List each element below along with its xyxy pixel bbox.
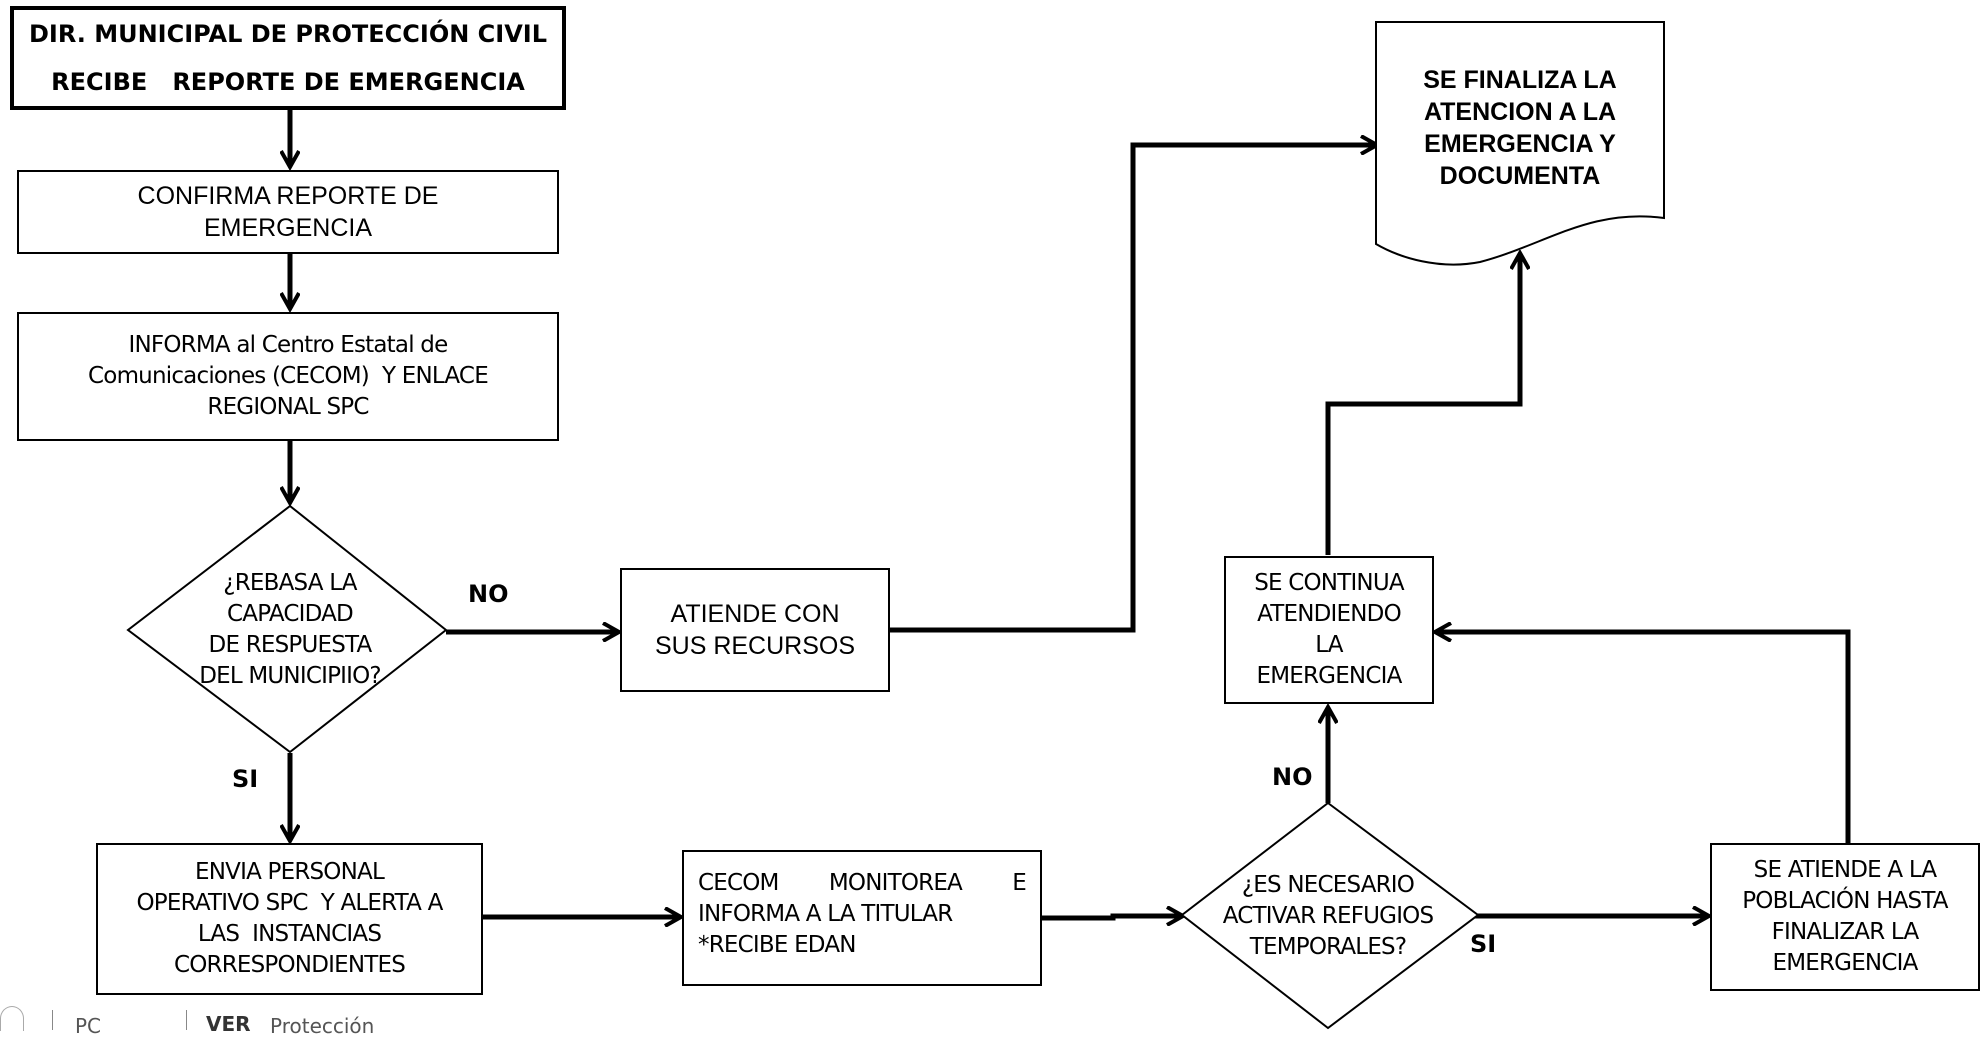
capacity-line-4: DEL MUNICIPIIO? [199, 663, 381, 689]
send-line-4: CORRESPONDIENTES [173, 952, 406, 978]
arrow-attend-to-finalize [890, 145, 1376, 633]
cecom-line-2: INFORMA A LA TITULAR [698, 901, 953, 927]
send-line-1: ENVIA PERSONAL [195, 859, 385, 885]
confirm-report-box: CONFIRMA REPORTE DE EMERGENCIA [17, 170, 559, 254]
confirm-line-2: EMERGENCIA [203, 214, 373, 242]
inform-cecom-box: INFORMA al Centro Estatal de Comunicacio… [17, 312, 559, 441]
seal-icon [0, 1006, 24, 1031]
document-shape-finalize [1375, 21, 1665, 266]
arrow-population-to-continue [1436, 632, 1851, 843]
attend-population-box: SE ATIENDE A LA POBLACIÓN HASTA FINALIZA… [1710, 843, 1980, 991]
continue-line-4: EMERGENCIA [1256, 663, 1402, 689]
continue-line-2: ATENDIENDO [1257, 601, 1402, 627]
edge-label-refuges-si: SI [1470, 930, 1497, 958]
footer-left-text: PC [75, 1014, 102, 1038]
continue-attending-box: SE CONTINUA ATENDIENDO LA EMERGENCIA [1224, 556, 1434, 704]
start-line-1: DIR. MUNICIPAL DE PROTECCIÓN CIVIL [28, 20, 548, 48]
decision-capacity-label: ¿REBASA LA CAPACIDAD DE RESPUESTA DEL MU… [180, 568, 400, 692]
decision-diamond-refuges [1180, 801, 1480, 1030]
inform-line-3: REGIONAL SPC [207, 394, 369, 420]
cecom-line-3: *RECIBE EDAN [698, 932, 856, 958]
refuges-line-3: TEMPORALES? [1249, 934, 1407, 960]
population-line-2: POBLACIÓN HASTA [1742, 888, 1948, 914]
footer-right-text: Protección [270, 1014, 375, 1038]
capacity-line-3: DE RESPUESTA [208, 632, 373, 658]
finalize-document-text: SE FINALIZA LA ATENCION A LA EMERGENCIA … [1376, 64, 1664, 192]
start-box: DIR. MUNICIPAL DE PROTECCIÓN CIVIL RECIB… [10, 6, 566, 110]
capacity-line-1: ¿REBASA LA [223, 570, 357, 596]
inform-line-2: Comunicaciones (CECOM) Y ENLACE [88, 363, 489, 389]
refuges-line-1: ¿ES NECESARIO [1241, 872, 1415, 898]
inform-line-1: INFORMA al Centro Estatal de [128, 332, 449, 358]
edge-label-refuges-no: NO [1272, 763, 1313, 791]
finalize-line-2: ATENCION A LA [1423, 98, 1617, 126]
cecom-line-1: CECOM MONITOREA E [698, 870, 1027, 896]
edge-label-capacity-si: SI [232, 765, 259, 793]
send-line-2: OPERATIVO SPC Y ALERTA A [136, 890, 443, 916]
send-line-3: LAS INSTANCIAS [197, 921, 382, 947]
cecom-monitor-box: CECOM MONITOREA E INFORMA A LA TITULAR *… [682, 850, 1042, 986]
decision-diamond-capacity [126, 504, 448, 754]
arrow-continue-to-finalize [1325, 254, 1520, 555]
population-line-3: FINALIZAR LA [1771, 919, 1920, 945]
decision-refuges-label: ¿ES NECESARIO ACTIVAR REFUGIOS TEMPORALE… [1196, 870, 1460, 963]
footer-logo-strip: PC VER Protección [0, 1004, 560, 1038]
continue-line-3: LA [1315, 632, 1343, 658]
confirm-line-1: CONFIRMA REPORTE DE [137, 182, 439, 210]
refuges-line-2: ACTIVAR REFUGIOS [1222, 903, 1434, 929]
footer-brand: VER [206, 1012, 251, 1036]
start-line-2: RECIBE REPORTE DE EMERGENCIA [51, 68, 525, 96]
attend-own-line-1: ATIENDE CON [670, 600, 840, 628]
finalize-line-1: SE FINALIZA LA [1423, 66, 1617, 94]
capacity-line-2: CAPACIDAD [227, 601, 354, 627]
footer-divider [52, 1010, 53, 1030]
population-line-1: SE ATIENDE A LA [1753, 857, 1937, 883]
send-personnel-box: ENVIA PERSONAL OPERATIVO SPC Y ALERTA A … [96, 843, 483, 995]
attend-own-line-2: SUS RECURSOS [654, 632, 856, 660]
arrow-cecom-to-refuges [1042, 916, 1182, 918]
edge-label-capacity-no: NO [468, 580, 509, 608]
attend-own-resources-box: ATIENDE CON SUS RECURSOS [620, 568, 890, 692]
finalize-line-4: DOCUMENTA [1439, 162, 1601, 190]
footer-divider [186, 1010, 187, 1030]
finalize-line-3: EMERGENCIA Y [1424, 130, 1616, 158]
continue-line-1: SE CONTINUA [1254, 570, 1404, 596]
population-line-4: EMERGENCIA [1772, 950, 1918, 976]
